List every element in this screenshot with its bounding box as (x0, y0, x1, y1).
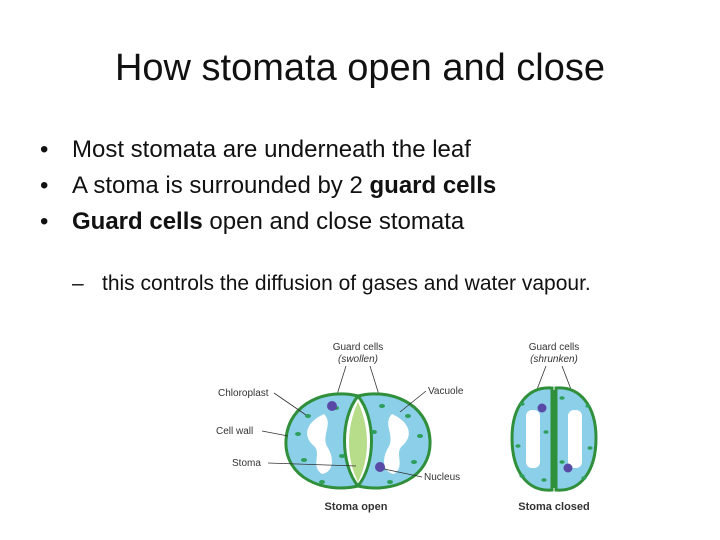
label-stoma-pointer (267, 462, 357, 467)
bullet-item: • Most stomata are underneath the leaf (40, 132, 700, 168)
label-chloroplast: Chloroplast (218, 388, 269, 399)
label-cell-wall: Cell wall (216, 426, 253, 437)
sub-bullet: – this controls the diffusion of gases a… (72, 270, 642, 297)
closed-nucleus-right (563, 463, 573, 473)
bullet-item: • Guard cells open and close stomata (40, 204, 700, 240)
open-stoma-group: Guard cells (swollen) (216, 342, 464, 513)
bullet-emphasis: guard cells (369, 172, 497, 199)
bullet-list: • Most stomata are underneath the leaf •… (40, 132, 700, 240)
closed-heading-line1: Guard cells (529, 342, 580, 353)
bullet-item: • A stoma is surrounded by 2 guard cells (40, 168, 700, 204)
closed-chloroplasts (515, 396, 593, 482)
bullet-marker: • (40, 136, 49, 163)
bullet-marker: • (40, 172, 49, 199)
open-caption: Stoma open (325, 501, 388, 513)
bullet-marker: • (40, 208, 49, 235)
open-vacuole-left (307, 414, 332, 474)
open-nucleus-right (375, 462, 385, 472)
open-chloroplasts (295, 404, 423, 484)
bullet-text: A stoma is surrounded by 2 (72, 172, 370, 199)
sub-bullet-text: this controls the diffusion of gases and… (102, 272, 591, 295)
stomata-diagram: Guard cells (swollen) (216, 342, 598, 513)
bullet-text: open and close stomata (202, 208, 465, 235)
closed-vacuole-left (526, 410, 540, 468)
closed-vacuole-right (568, 410, 582, 468)
closed-heading-pointer (535, 365, 547, 393)
open-stoma-pore (349, 402, 367, 482)
closed-heading-line2: (shrunken) (530, 354, 578, 365)
label-cell-wall-pointer (261, 430, 289, 437)
closed-heading-pointer (561, 365, 573, 393)
bullet-text: Most stomata are underneath the leaf (72, 136, 471, 163)
open-heading-line1: Guard cells (333, 342, 384, 353)
closed-nucleus-left (537, 403, 547, 413)
label-vacuole-pointer (399, 390, 427, 413)
label-chloroplast-pointer (273, 392, 307, 416)
bullet-emphasis: Guard cells (72, 208, 203, 235)
label-nucleus-pointer (383, 468, 423, 478)
label-stoma: Stoma (232, 458, 261, 469)
label-nucleus: Nucleus (424, 472, 460, 483)
sub-bullet-marker: – (72, 272, 84, 295)
open-heading-line2: (swollen) (338, 354, 378, 365)
closed-stoma-group: Guard cells (shrunken) (510, 342, 598, 513)
label-vacuole: Vacuole (428, 386, 464, 397)
open-vacuole-right (384, 414, 409, 474)
open-nucleus-left (327, 401, 337, 411)
slide-title: How stomata open and close (114, 47, 606, 89)
closed-caption: Stoma closed (518, 501, 590, 513)
